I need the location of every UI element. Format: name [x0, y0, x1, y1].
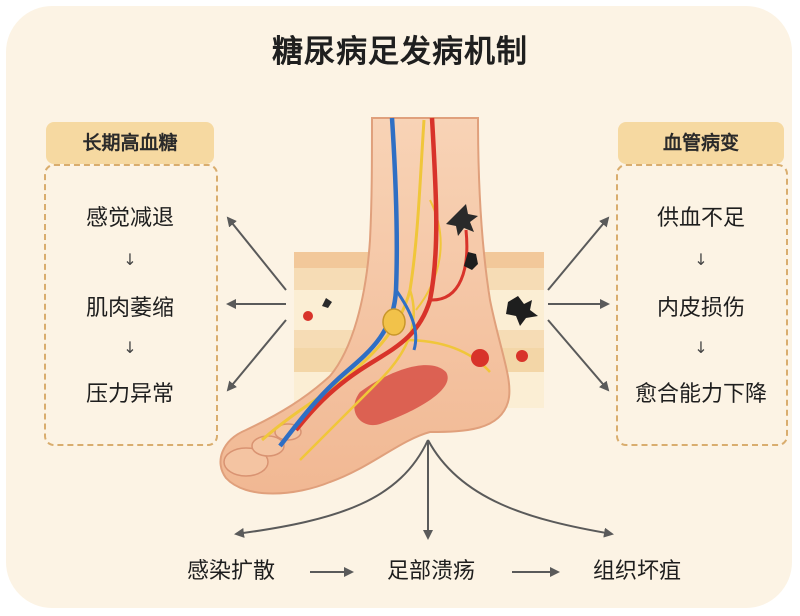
bottom-step-gangrene: 组织坏疽 — [592, 559, 681, 584]
arrow-to-right-top — [547, 216, 610, 291]
left-step-2: 肌肉萎缩 — [85, 296, 174, 321]
arrow-to-left-bottom — [226, 319, 287, 392]
right-panel-box — [616, 164, 788, 446]
right-step-1: 供血不足 — [656, 206, 745, 231]
page-title: 糖尿病足发病机制 — [272, 34, 528, 70]
left-step-1: 感觉减退 — [85, 206, 174, 231]
left-panel-header: 长期高血糖 — [46, 122, 214, 164]
bottom-step-infection: 感染扩散 — [186, 559, 275, 584]
left-step-3: 压力异常 — [85, 382, 174, 407]
right-down-arrow-1: ↓ — [694, 250, 708, 269]
arrow-to-infection — [234, 439, 429, 538]
arrow-to-left-top — [226, 216, 287, 291]
arrow-to-right-bottom — [547, 319, 610, 392]
foot-illustration — [219, 117, 511, 495]
right-panel-header: 血管病变 — [618, 122, 784, 164]
right-down-arrow-2: ↓ — [694, 338, 708, 357]
right-step-2: 内皮损伤 — [656, 296, 745, 321]
arrow-to-gangrene — [427, 439, 614, 538]
right-step-3: 愈合能力下降 — [634, 382, 767, 407]
bottom-step-ulcer: 足部溃疡 — [386, 559, 475, 584]
left-down-arrow-2: ↓ — [123, 338, 137, 357]
left-panel-box — [44, 164, 218, 446]
left-down-arrow-1: ↓ — [123, 250, 137, 269]
